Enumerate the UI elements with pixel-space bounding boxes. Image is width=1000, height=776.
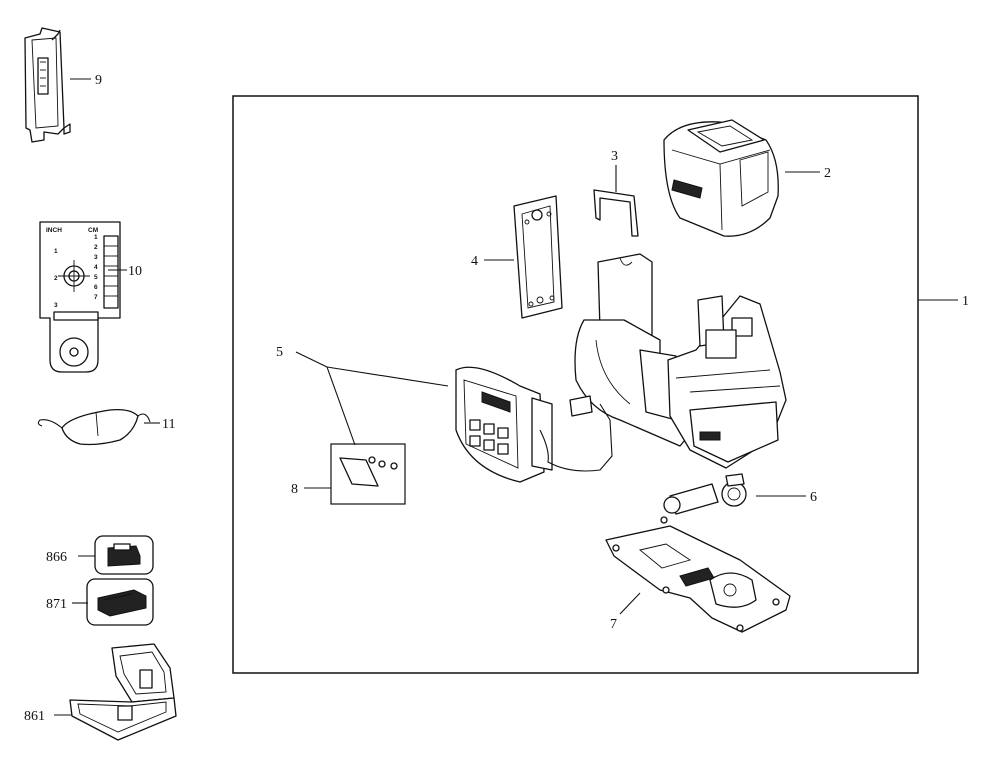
leader-5b [326, 366, 449, 387]
leader-5c [326, 366, 356, 446]
part-3-window-clip [593, 189, 639, 237]
part-8-frame [330, 443, 406, 505]
part-866-battery-pack [107, 543, 141, 567]
inch-mark-1: 1 [54, 248, 58, 255]
part-4-gasket-plate [513, 195, 563, 319]
callout-9: 9 [95, 73, 102, 88]
cm-mark-1: 1 [94, 234, 98, 241]
target-crosshair-icon [58, 260, 90, 292]
callout-7: 7 [610, 617, 617, 632]
callout-4: 4 [471, 254, 478, 269]
callout-866: 866 [46, 550, 67, 565]
assembly-frame [232, 95, 919, 674]
target-cm-label: CM [88, 227, 98, 234]
cm-mark-6: 6 [94, 284, 98, 291]
callout-8: 8 [291, 482, 298, 497]
part-861-carrying-case [69, 643, 177, 741]
cm-mark-4: 4 [94, 264, 98, 271]
target-inch-label: INCH [46, 227, 62, 234]
part-5-keypad-assembly [455, 366, 613, 483]
part-10-target-card: INCH CM 1 2 3 4 5 6 7 1 2 3 [39, 221, 121, 373]
part-11-safety-glasses [37, 408, 151, 446]
callout-10: 10 [128, 264, 142, 279]
leader-7 [619, 592, 641, 615]
inch-mark-2: 2 [54, 275, 58, 282]
cm-mark-7: 7 [94, 294, 98, 301]
part-9-wall-bracket [24, 27, 71, 143]
part-6-adjustment-knob [663, 473, 747, 515]
part-8-label-and-screws [339, 456, 398, 487]
leader-5a [295, 351, 328, 368]
callout-861: 861 [24, 709, 45, 724]
callout-11: 11 [162, 417, 175, 432]
callout-6: 6 [810, 490, 817, 505]
cm-mark-5: 5 [94, 274, 98, 281]
callout-1: 1 [962, 294, 969, 309]
part-1-laser-housing [574, 253, 787, 469]
part-2-top-cover [663, 119, 779, 237]
callout-2: 2 [824, 166, 831, 181]
callout-3: 3 [611, 149, 618, 164]
callout-871: 871 [46, 597, 67, 612]
callout-5: 5 [276, 345, 283, 360]
part-7-base-plate [605, 516, 791, 633]
cm-mark-2: 2 [94, 244, 98, 251]
inch-mark-3: 3 [54, 302, 58, 309]
part-871-battery-charger [97, 589, 147, 617]
cm-mark-3: 3 [94, 254, 98, 261]
